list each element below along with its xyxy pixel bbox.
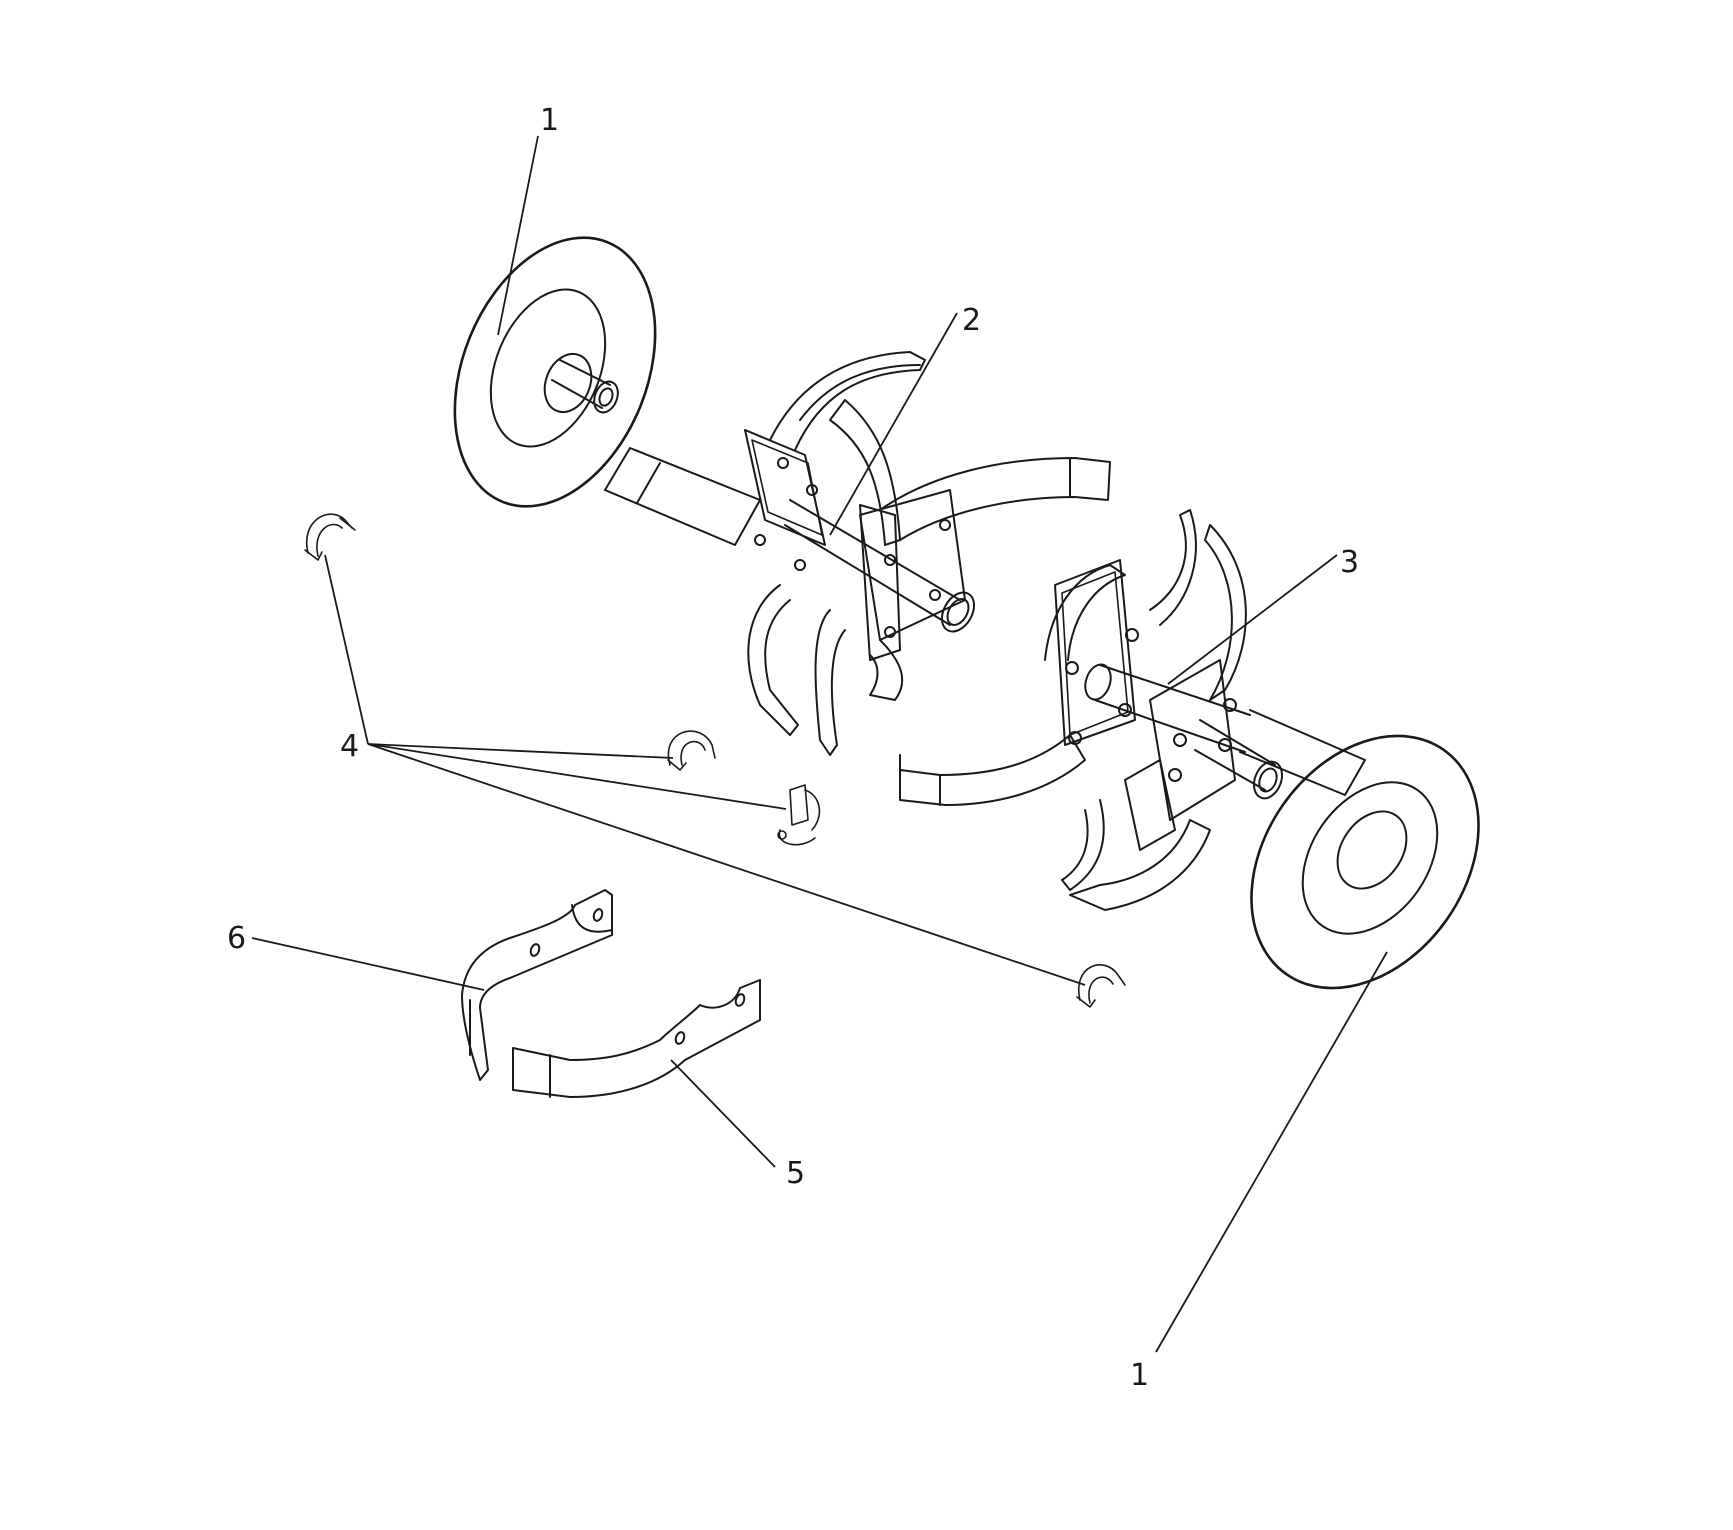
hairpin-clip-3 [777,784,821,846]
tine-blade-part-5 [512,979,761,1098]
leader-4d [367,743,1086,986]
leader-2 [829,312,958,536]
hairpin-clip-2 [667,730,716,771]
callout-3: 3 [1340,545,1359,580]
leader-5 [670,1059,776,1168]
leader-lines [251,135,1388,1353]
leader-3 [1167,554,1338,685]
leader-1-bottom [1155,951,1388,1353]
callout-2: 2 [962,303,981,338]
leader-6 [251,937,485,991]
leader-4b [367,743,674,759]
callout-4: 4 [340,729,359,764]
leader-4a [324,554,369,745]
leader-1-top [497,135,539,336]
tine-blade-part-6 [461,889,613,1081]
hairpin-clip-1 [304,513,356,561]
hairpin-clip-4 [1076,964,1126,1008]
tine-assembly-left [604,351,1111,756]
tine-assembly-right [899,509,1366,911]
leader-4c [367,743,787,810]
callout-5: 5 [786,1156,805,1191]
callout-1-bottom: 1 [1130,1358,1149,1393]
side-disc-top-left [453,236,657,508]
callout-1-top: 1 [540,103,559,138]
side-disc-bottom-right [1250,734,1480,990]
callout-6: 6 [227,921,246,956]
